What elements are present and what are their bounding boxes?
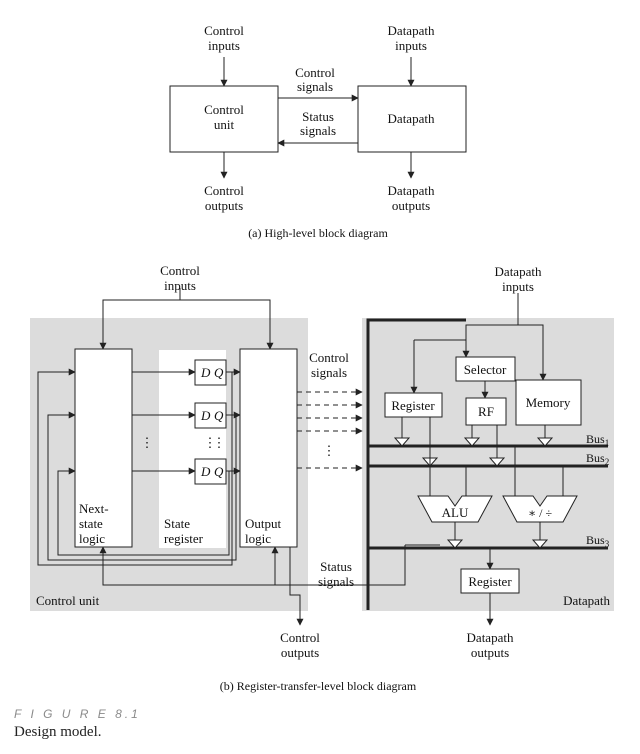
next-state-label-1: Next-: [79, 501, 109, 516]
output-logic-box: [239, 348, 298, 548]
a-datapath-outputs-label-1: Datapath: [388, 183, 435, 198]
control-unit-label-2: unit: [214, 117, 235, 132]
flip-flop-2: [194, 402, 227, 429]
register-to-bus1-driver: [393, 437, 411, 447]
datapath-region-label: Datapath: [563, 593, 610, 608]
caption-b: (b) Register-transfer-level block diagra…: [220, 679, 417, 693]
ff1-d-label: D: [200, 365, 211, 380]
ellipsis-ns: ⋮: [141, 435, 154, 450]
control-signal-lines: [297, 388, 363, 472]
control-unit-label-1: Control: [204, 102, 244, 117]
register-top-box: [384, 392, 443, 418]
b-control-signals-label-1: Control: [309, 350, 349, 365]
a-status-signals-label-2: signals: [300, 123, 336, 138]
b-datapath-inputs-label-2: inputs: [502, 279, 534, 294]
feedback-loop-2: [47, 411, 237, 561]
bus-2-label: Bus2: [586, 451, 609, 467]
a-status-signals-label-1: Status: [302, 109, 334, 124]
a-control-outputs-label-2: outputs: [205, 198, 243, 213]
next-state-label-2: state: [79, 516, 103, 531]
b-control-outputs-label-2: outputs: [281, 645, 319, 660]
rf-to-bus1-driver: [463, 437, 481, 447]
state-register-label-2: register: [164, 531, 204, 546]
state-register-label-1: State: [164, 516, 190, 531]
alu-to-bus3-driver: [446, 539, 464, 549]
flip-flop-1: [194, 359, 227, 386]
a-control-outputs-label-1: Control: [204, 183, 244, 198]
caption-a: (a) High-level block diagram: [248, 226, 388, 240]
b-datapath-inputs-to-memory: [518, 324, 547, 381]
muldiv-to-bus3-driver: [531, 539, 549, 549]
alu-block: [417, 495, 493, 523]
ellipsis-ol: ⋮: [213, 435, 226, 450]
ff1-q-label: Q: [214, 365, 224, 380]
b-control-inputs-label-1: Control: [160, 263, 200, 278]
a-control-inputs-label-1: Control: [204, 23, 244, 38]
rf-to-bus2-driver: [488, 457, 506, 467]
output-logic-label-2: logic: [245, 531, 271, 546]
b-datapath-inputs-label-1: Datapath: [495, 264, 542, 279]
rtl-labels: Control inputs Datapath inputs Control s…: [36, 263, 611, 693]
rf-label: RF: [478, 404, 494, 419]
datapath-box: [357, 85, 467, 153]
ff3-q-label: Q: [214, 464, 224, 479]
a-datapath-inputs-label-1: Datapath: [388, 23, 435, 38]
b-status-signals-label-1: Status: [320, 559, 352, 574]
b-datapath-inputs-to-selector: [462, 293, 519, 358]
b-control-inputs-wire-left: [102, 293, 181, 340]
high-level-labels: Control inputs Datapath inputs Control u…: [204, 23, 435, 240]
b-status-signals-label-2: signals: [318, 574, 354, 589]
control-unit-box: [169, 85, 279, 153]
next-state-logic-box: [74, 348, 133, 548]
figure-caption: Design model.: [14, 724, 102, 740]
a-control-inputs-label-2: inputs: [208, 38, 240, 53]
b-control-inputs-label-2: inputs: [164, 278, 196, 293]
a-datapath-outputs-label-2: outputs: [392, 198, 430, 213]
datapath-label: Datapath: [388, 111, 435, 126]
control-unit-structure: [37, 288, 440, 626]
ff2-q-label: Q: [214, 408, 224, 423]
b-control-signals-label-2: signals: [311, 365, 347, 380]
high-level-block-diagram: [169, 57, 467, 179]
feedback-loop-1: [37, 368, 233, 566]
register-bottom-box: [460, 568, 520, 594]
b-datapath-outputs-label-1: Datapath: [467, 630, 514, 645]
datapath-structure: [366, 293, 608, 626]
output-logic-label-1: Output: [245, 516, 282, 531]
b-datapath-outputs-label-2: outputs: [471, 645, 509, 660]
control-unit-region-label: Control unit: [36, 593, 100, 608]
memory-label: Memory: [526, 395, 571, 410]
ff3-d-label: D: [200, 464, 211, 479]
flip-flop-3: [194, 458, 227, 485]
a-control-signals-label-1: Control: [295, 65, 335, 80]
b-control-outputs-arrow: [289, 547, 304, 626]
b-control-inputs-wire-right: [180, 299, 271, 340]
bus-1-label: Bus1: [586, 432, 609, 448]
b-control-outputs-label-1: Control: [280, 630, 320, 645]
next-state-label-3: logic: [79, 531, 105, 546]
alu-label: ALU: [442, 505, 469, 520]
muldiv-label: ∗ / ÷: [528, 506, 552, 520]
selector-label: Selector: [464, 362, 507, 377]
ellipsis-ff: ⋮: [204, 435, 217, 450]
datapath-internal-bus: [366, 318, 466, 610]
a-control-signals-label-2: signals: [297, 79, 333, 94]
memory-box: [515, 379, 582, 426]
ellipsis-ctrl: ⋮: [323, 443, 336, 458]
register-top-label: Register: [391, 398, 435, 413]
bus-3-label: Bus3: [586, 533, 610, 549]
status-signals-to-next-state: [99, 545, 406, 586]
feedback-loop-3: [57, 467, 230, 556]
a-datapath-inputs-label-2: inputs: [395, 38, 427, 53]
register-bottom-label: Register: [468, 574, 512, 589]
memory-to-bus1-driver: [536, 437, 554, 447]
muldiv-block: [502, 495, 578, 523]
selector-box: [455, 356, 516, 382]
figure-number: F I G U R E 8.1: [14, 707, 141, 721]
ff2-d-label: D: [200, 408, 211, 423]
